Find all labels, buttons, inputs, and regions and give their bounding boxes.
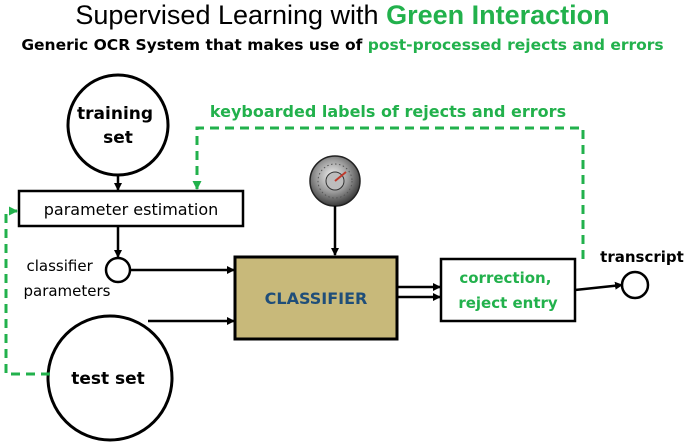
title-prefix: Supervised Learning with [75, 0, 387, 30]
dial-knob-icon [309, 155, 361, 207]
diagram-subtitle: Generic OCR System that makes use of pos… [0, 34, 685, 56]
training-set-label-1: training [77, 104, 153, 124]
classifier-label: CLASSIFIER [265, 289, 368, 308]
correction-to-transcript-arrow [574, 281, 623, 292]
transcript-node [620, 270, 650, 300]
svg-text:correction, reject entry: correction, reject entry [458, 269, 558, 312]
training-set-label-2: set [103, 128, 133, 148]
subtitle-highlight: post-processed rejects and errors [367, 36, 664, 54]
correction-label-1: correction, [459, 269, 551, 287]
classifier-parameters-node [104, 256, 132, 284]
parameter-estimation-box [17, 189, 245, 228]
svg-text:classifier parameters: classifier parameters [23, 257, 110, 300]
parameter-estimation-label: parameter estimation [44, 200, 219, 219]
feedback-label: keyboarded labels of rejects and errors [210, 102, 566, 121]
correction-box [439, 257, 577, 323]
classifier-parameters-label-2: parameters [23, 282, 110, 300]
test-set-label: test set [71, 369, 145, 389]
subtitle-prefix: Generic OCR System that makes use of [21, 36, 368, 54]
title-highlight: Green Interaction [386, 0, 610, 30]
test-set-node [46, 314, 174, 442]
feedback-loop-left [4, 206, 50, 376]
feedback-loop-top [192, 126, 585, 259]
transcript-label: transcript [600, 248, 684, 266]
correction-label-2: reject entry [458, 294, 558, 312]
training-set-node [66, 73, 170, 177]
classifier-box [233, 255, 399, 341]
diagram-title: Supervised Learning with Green Interacti… [0, 0, 685, 30]
svg-text:training set: training set [77, 104, 159, 148]
classifier-parameters-label-1: classifier [26, 257, 93, 275]
